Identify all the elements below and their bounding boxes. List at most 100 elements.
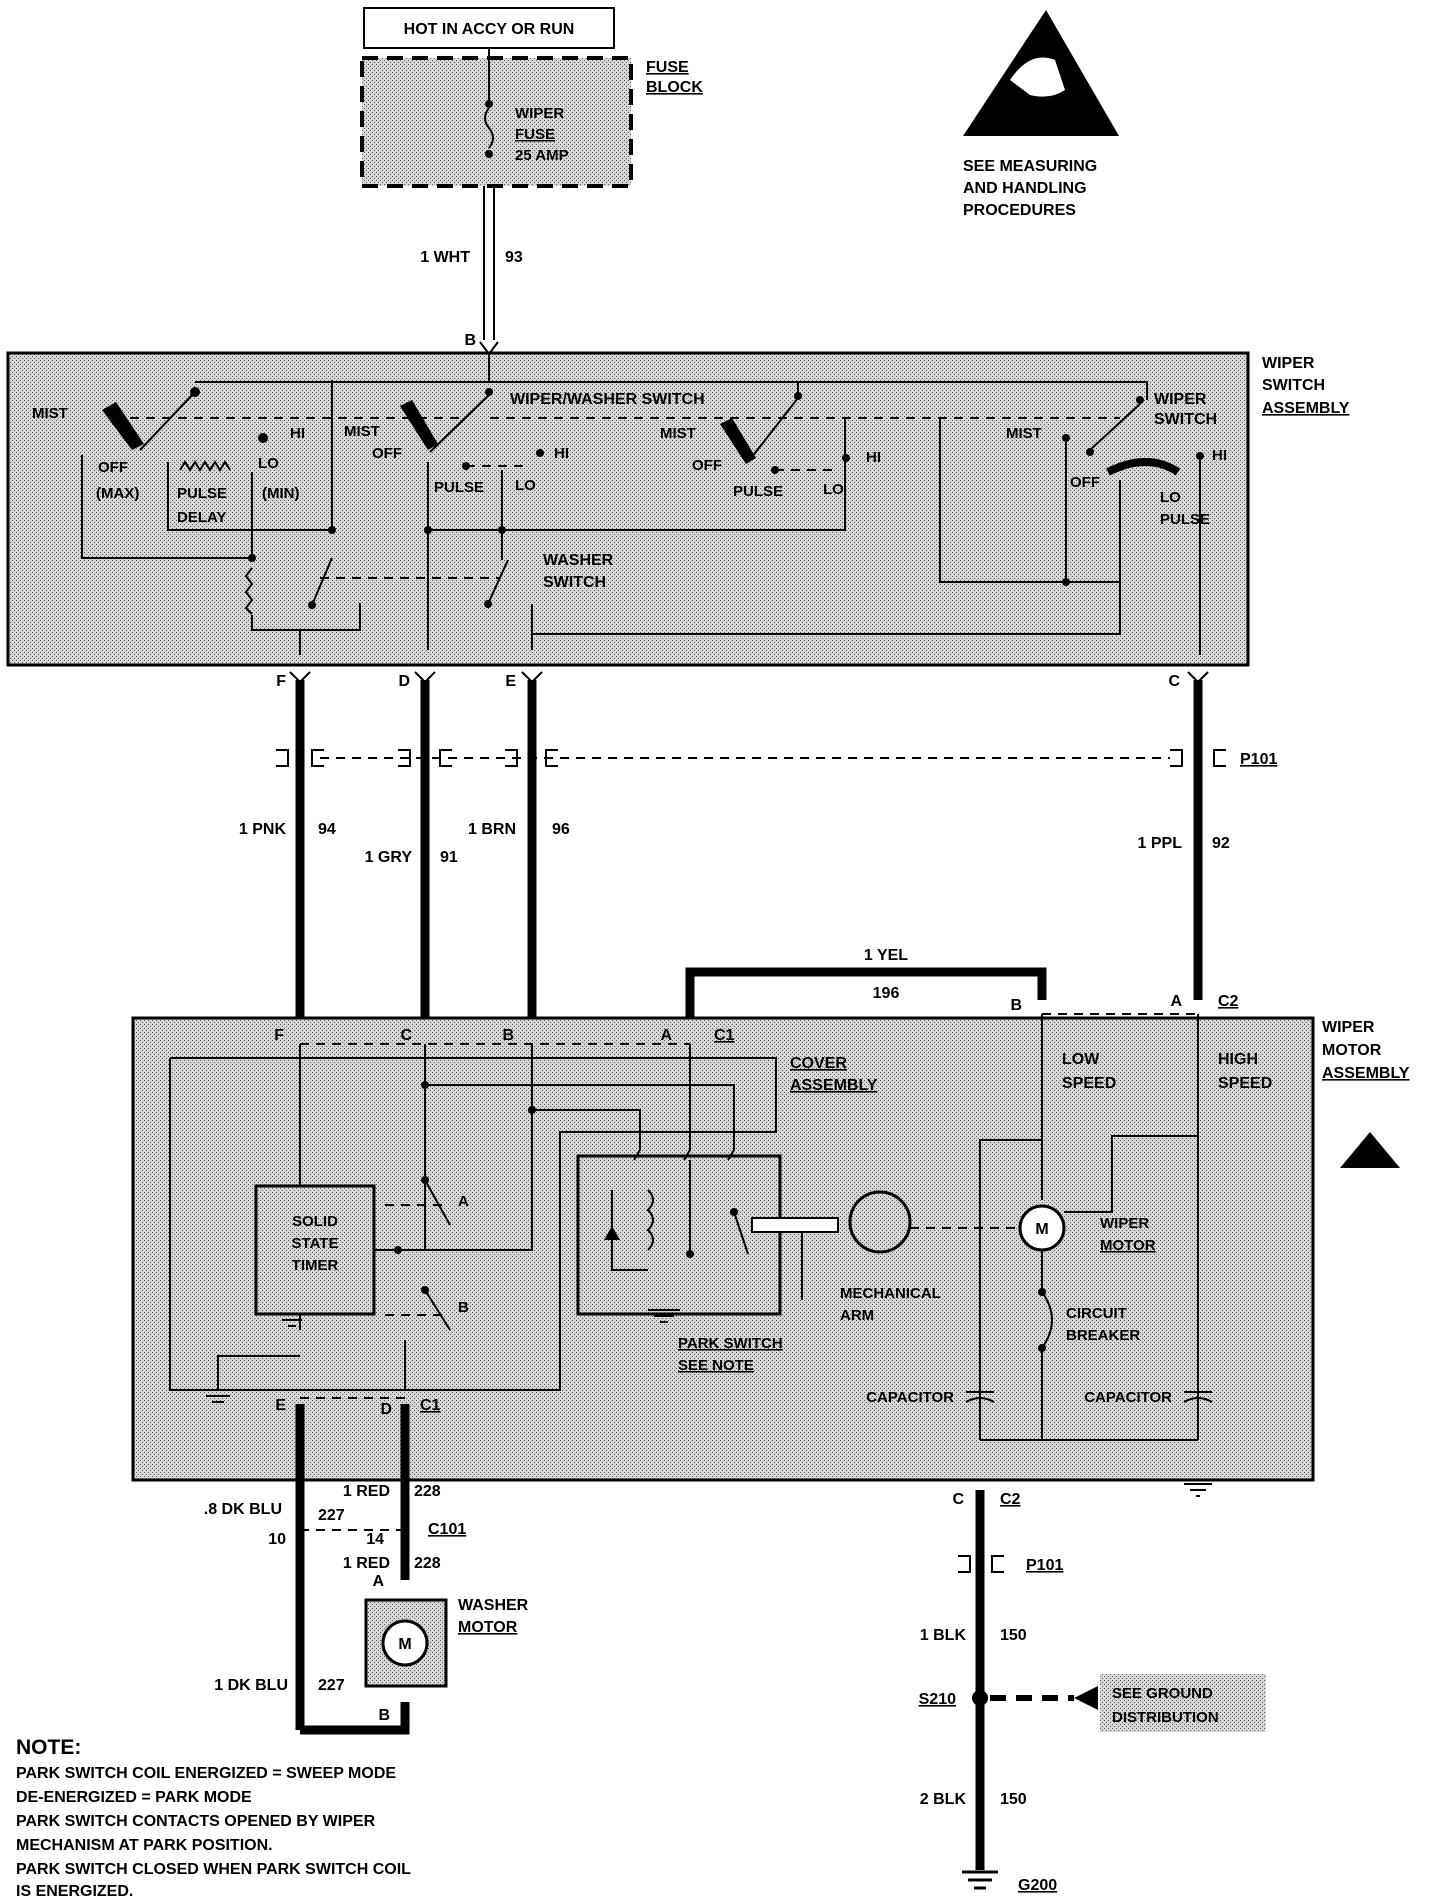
motor-assembly-title-1: WIPER (1322, 1019, 1375, 1036)
wire-dkblu-return (300, 1702, 410, 1735)
switch-pin-e: E (505, 673, 516, 690)
s2-washer-contact (484, 600, 492, 608)
feed-wire-color: 1 WHT (420, 249, 470, 266)
power-source-label: HOT IN ACCY OR RUN (404, 21, 575, 38)
motor-assembly-title-2: MOTOR (1322, 1042, 1382, 1059)
park-diode (604, 1226, 620, 1240)
note-heading: NOTE: (16, 1736, 81, 1759)
splice-arrow (1074, 1686, 1098, 1710)
c1-pin-f: F (274, 1027, 284, 1044)
s1-pulse: PULSE (177, 485, 227, 502)
wiper-motor-label-1: WIPER (1100, 1215, 1149, 1232)
blk1-color: 1 BLK (920, 1627, 967, 1644)
esd-hand-mark (1010, 57, 1065, 97)
wiper-switch-label-2: SWITCH (1154, 411, 1217, 428)
timer-label-2: STATE (292, 1235, 339, 1252)
s1-contact-top (190, 387, 200, 397)
bottom-bus (532, 582, 1121, 635)
s2-washer-blade (487, 559, 509, 605)
switch-pin-f: F (276, 673, 286, 690)
breaker-top (1038, 1288, 1046, 1296)
s4-off: OFF (1070, 474, 1100, 491)
park-contact-top (730, 1208, 738, 1216)
p101-ground-left (958, 1555, 971, 1573)
yel-color: 1 YEL (864, 947, 908, 964)
capacitor-left (965, 1391, 995, 1403)
motor-internal-ground (200, 1389, 236, 1403)
note-line-6: IS ENERGIZED. (16, 1883, 133, 1898)
s4-lo: LO (1160, 489, 1181, 506)
wiper-washer-switch-label: WIPER/WASHER SWITCH (510, 391, 705, 408)
s1-mist: MIST (32, 405, 68, 422)
s4-contact-off (1086, 448, 1094, 456)
p101-label-bottom: P101 (1026, 1557, 1063, 1574)
relay-a-label: A (458, 1193, 469, 1210)
node-b (528, 1106, 536, 1114)
c2-pin-a: A (1170, 993, 1182, 1010)
wiper-motor-m: M (1035, 1221, 1048, 1238)
s4-contact-top (1136, 396, 1144, 404)
s1-max: (MAX) (96, 485, 139, 502)
s210-label: S210 (919, 1691, 956, 1708)
s2-off: OFF (372, 445, 402, 462)
s3-lo: LO (823, 481, 844, 498)
s1-pulse-resistor (179, 460, 231, 472)
switch-pin-b-symbol (479, 341, 499, 356)
red2-color: 1 RED (343, 1555, 390, 1572)
note-line-1: PARK SWITCH COIL ENERGIZED = SWEEP MODE (16, 1765, 396, 1782)
fuse-symbol (484, 107, 494, 149)
g200-label: G200 (1018, 1877, 1057, 1894)
washer-motor-m: M (398, 1636, 411, 1653)
park-contact-bottom (686, 1250, 694, 1258)
red1-circuit: 228 (414, 1483, 441, 1500)
pnk-circuit: 94 (318, 821, 336, 838)
washer-pin-a: A (372, 1573, 384, 1590)
washer-motor-symbol (381, 1619, 429, 1667)
timer-ground (276, 1313, 308, 1327)
fuse-block-label-1: FUSE (646, 59, 689, 76)
solid-state-timer (254, 1184, 376, 1316)
motor-pin-e: E (275, 1397, 286, 1414)
wire-yel (685, 967, 1047, 1040)
s2-contact-top (485, 388, 493, 396)
s4-pulse: PULSE (1160, 511, 1210, 528)
ground-loop (217, 1355, 300, 1390)
see-ground-2: DISTRIBUTION (1112, 1709, 1219, 1726)
washer-motor-label-1: WASHER (458, 1597, 529, 1614)
s3-contact-hi (842, 454, 850, 462)
motor-bottom-c1: C1 (420, 1397, 441, 1414)
s1-lo: LO (258, 455, 279, 472)
s2-lo: LO (515, 477, 536, 494)
fuse-label-2: FUSE (515, 126, 555, 143)
low-capacitor-line (979, 1139, 1042, 1440)
wiper-switch-assembly-box (6, 351, 1250, 667)
high-speed-1: HIGH (1218, 1051, 1258, 1068)
esd-small-icon (1340, 1132, 1400, 1168)
s3-lever (720, 418, 756, 464)
relay-a-top (421, 1176, 429, 1184)
esd-notice-1: SEE MEASURING (963, 158, 1097, 175)
note-line-2: DE-ENERGIZED = PARK MODE (16, 1789, 252, 1806)
cover-assembly-2: ASSEMBLY (790, 1077, 878, 1094)
s1-blade (139, 391, 196, 451)
low-speed-2: SPEED (1062, 1075, 1116, 1092)
gry-color: 1 GRY (365, 849, 413, 866)
s1-node-a (248, 554, 256, 562)
s1-loop-right (167, 380, 333, 531)
s1-bottom (251, 603, 361, 631)
note-line-4: MECHANISM AT PARK POSITION. (16, 1837, 273, 1854)
c1-pin-b: B (502, 1027, 514, 1044)
g200-ground-symbol (962, 1870, 998, 1890)
red1-color: 1 RED (343, 1483, 390, 1500)
motor-assembly-title-3: ASSEMBLY (1322, 1065, 1410, 1082)
park-diode-loop (611, 1190, 648, 1271)
c2-conn-label: C2 (1218, 993, 1239, 1010)
s2-node-b (498, 526, 506, 534)
note-line-3: PARK SWITCH CONTACTS OPENED BY WIPER (16, 1813, 376, 1830)
c1-pin-a: A (660, 1027, 672, 1044)
c1-pin-c: C (400, 1027, 412, 1044)
s4-mist: MIST (1006, 425, 1042, 442)
relay-b-label: B (458, 1299, 469, 1316)
washer-switch-label-1: WASHER (543, 552, 614, 569)
s2-contact-hi (536, 449, 544, 457)
